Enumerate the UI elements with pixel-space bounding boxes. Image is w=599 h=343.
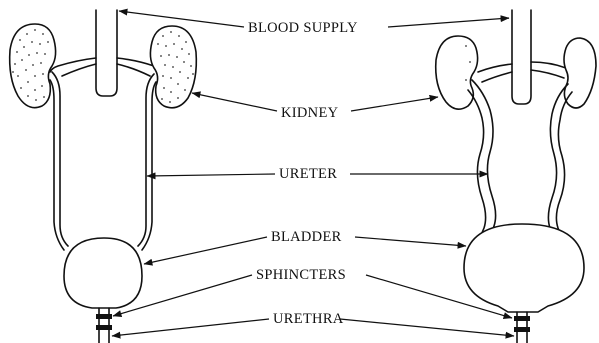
label-kidney: KIDNEY <box>281 105 339 121</box>
right-urinary-tract <box>436 10 596 343</box>
left-bladder <box>64 238 142 308</box>
arrow-blood-supply-right <box>388 18 509 27</box>
arrow-ureter-left <box>147 174 275 176</box>
left-urinary-tract <box>10 10 197 343</box>
right-blood-vessel <box>512 10 531 104</box>
right-sphincter-lower <box>514 327 530 332</box>
label-ureter: URETER <box>279 166 337 182</box>
arrow-bladder-left <box>144 237 267 264</box>
arrow-kidney-left <box>192 93 277 111</box>
label-urethra: URETHRA <box>273 311 344 327</box>
left-sphincter-lower <box>96 325 112 330</box>
label-bladder: BLADDER <box>271 229 342 245</box>
left-sphincter-upper <box>96 314 112 319</box>
arrow-kidney-right <box>351 97 438 111</box>
arrow-blood-supply-left <box>119 11 244 27</box>
right-bladder <box>464 224 584 312</box>
right-ureter-left <box>472 80 496 246</box>
label-blood-supply: BLOOD SUPPLY <box>248 20 358 36</box>
right-sphincter-upper <box>514 316 530 321</box>
left-blood-vessel <box>96 10 117 96</box>
right-kidney-left <box>436 36 478 109</box>
right-ureter-right <box>548 84 568 246</box>
arrow-bladder-right <box>355 237 466 246</box>
arrow-urethra-left <box>112 319 269 336</box>
arrow-urethra-right <box>340 319 514 336</box>
label-sphincters: SPHINCTERS <box>256 267 346 283</box>
